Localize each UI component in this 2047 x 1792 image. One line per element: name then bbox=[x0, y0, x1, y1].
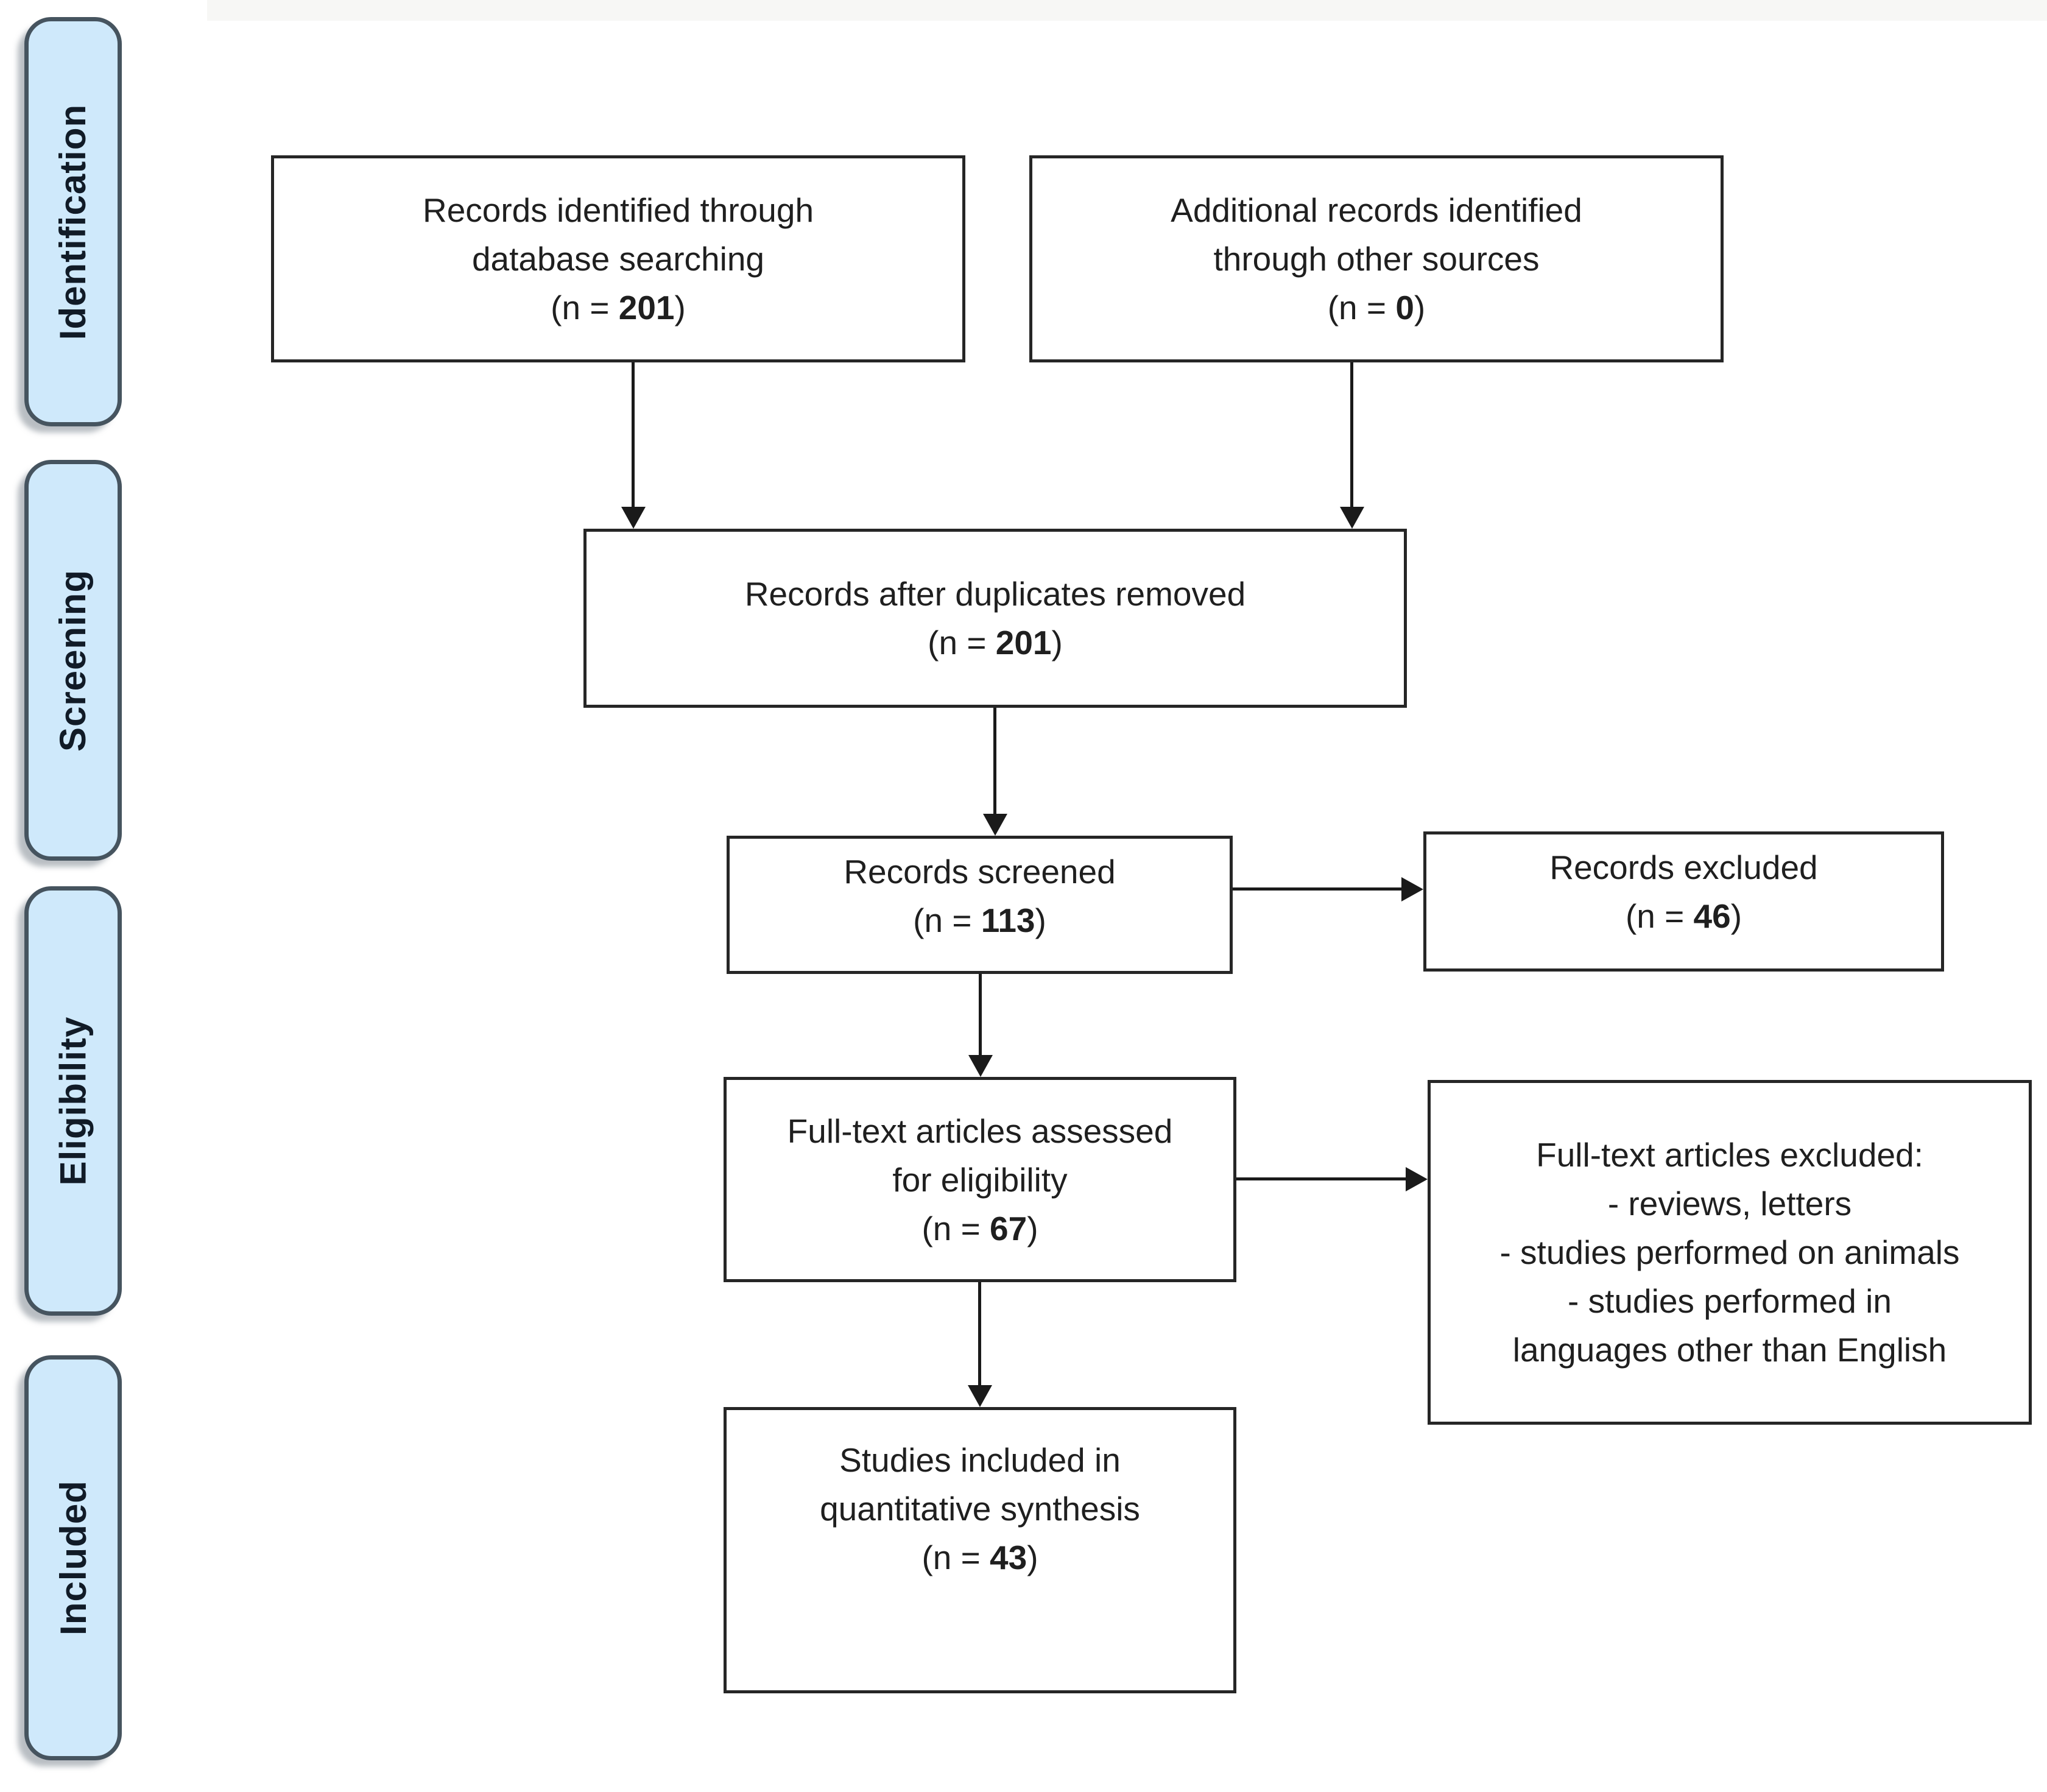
arrow-additional-to-duplicates-head bbox=[1340, 507, 1364, 529]
arrow-assessed-to-fulltext-excluded-line bbox=[1236, 1177, 1406, 1180]
box-studies-included-count: (n = 43) bbox=[921, 1539, 1038, 1576]
box-records-excluded-count: (n = 46) bbox=[1625, 897, 1742, 935]
box-fulltext-assessed: Full-text articles assessed for eligibil… bbox=[724, 1077, 1236, 1282]
box-additional-records-count: (n = 0) bbox=[1327, 289, 1426, 326]
box-fulltext-excluded-line5: languages other than English bbox=[1512, 1331, 1947, 1369]
box-after-duplicates: Records after duplicates removed (n = 20… bbox=[583, 529, 1407, 708]
arrow-assessed-to-included-head bbox=[968, 1385, 992, 1407]
stage-identification-label: Identification bbox=[52, 104, 94, 340]
box-fulltext-assessed-line1: Full-text articles assessed bbox=[787, 1112, 1173, 1150]
top-edge-band bbox=[207, 0, 2047, 21]
arrow-screened-to-excluded-head bbox=[1401, 877, 1423, 901]
box-fulltext-assessed-count: (n = 67) bbox=[921, 1209, 1038, 1247]
box-fulltext-excluded-line1: Full-text articles excluded: bbox=[1536, 1136, 1923, 1174]
arrow-screened-to-assessed-head bbox=[968, 1055, 993, 1077]
stage-identification: Identification bbox=[24, 17, 122, 426]
box-after-duplicates-count: (n = 201) bbox=[928, 624, 1063, 661]
box-after-duplicates-line1: Records after duplicates removed bbox=[744, 575, 1246, 613]
arrow-assessed-to-included-line bbox=[978, 1282, 981, 1385]
box-records-screened-line1: Records screened bbox=[844, 853, 1116, 891]
box-records-identified-line2: database searching bbox=[471, 240, 765, 278]
box-records-screened-count: (n = 113) bbox=[913, 901, 1046, 939]
box-studies-included: Studies included in quantitative synthes… bbox=[724, 1407, 1236, 1693]
box-studies-included-line1: Studies included in bbox=[839, 1441, 1121, 1479]
stage-eligibility-label: Eligibility bbox=[52, 1016, 94, 1186]
box-additional-records: Additional records identified through ot… bbox=[1029, 155, 1724, 362]
box-studies-included-line2: quantitative synthesis bbox=[820, 1490, 1140, 1528]
arrow-identified-to-duplicates-head bbox=[621, 507, 646, 529]
stage-screening: Screening bbox=[24, 460, 122, 861]
box-fulltext-excluded-line2: - reviews, letters bbox=[1607, 1185, 1852, 1222]
stage-included: Included bbox=[24, 1355, 122, 1760]
box-records-excluded: Records excluded (n = 46) bbox=[1423, 831, 1944, 972]
arrow-screened-to-assessed-line bbox=[979, 974, 982, 1055]
box-records-identified-line1: Records identified through bbox=[422, 191, 814, 229]
box-fulltext-excluded-line3: - studies performed on animals bbox=[1499, 1233, 1960, 1271]
stage-screening-label: Screening bbox=[52, 569, 94, 752]
arrow-duplicates-to-screened-line bbox=[993, 708, 996, 814]
box-additional-records-line1: Additional records identified bbox=[1171, 191, 1582, 229]
arrow-screened-to-excluded-line bbox=[1233, 887, 1401, 891]
stage-eligibility: Eligibility bbox=[24, 886, 122, 1316]
box-additional-records-line2: through other sources bbox=[1213, 240, 1540, 278]
box-records-excluded-line1: Records excluded bbox=[1549, 848, 1818, 886]
arrow-assessed-to-fulltext-excluded-head bbox=[1406, 1167, 1428, 1191]
arrow-duplicates-to-screened-head bbox=[983, 814, 1007, 836]
stage-included-label: Included bbox=[52, 1480, 94, 1635]
arrow-identified-to-duplicates-line bbox=[632, 362, 635, 507]
box-fulltext-excluded-line4: - studies performed in bbox=[1568, 1282, 1892, 1320]
arrow-additional-to-duplicates-line bbox=[1350, 362, 1353, 507]
box-fulltext-excluded: Full-text articles excluded: - reviews, … bbox=[1428, 1080, 2032, 1425]
box-records-identified-count: (n = 201) bbox=[551, 289, 686, 326]
box-fulltext-assessed-line2: for eligibility bbox=[892, 1160, 1068, 1199]
box-records-identified: Records identified through database sear… bbox=[271, 155, 965, 362]
box-records-screened: Records screened (n = 113) bbox=[727, 836, 1233, 974]
